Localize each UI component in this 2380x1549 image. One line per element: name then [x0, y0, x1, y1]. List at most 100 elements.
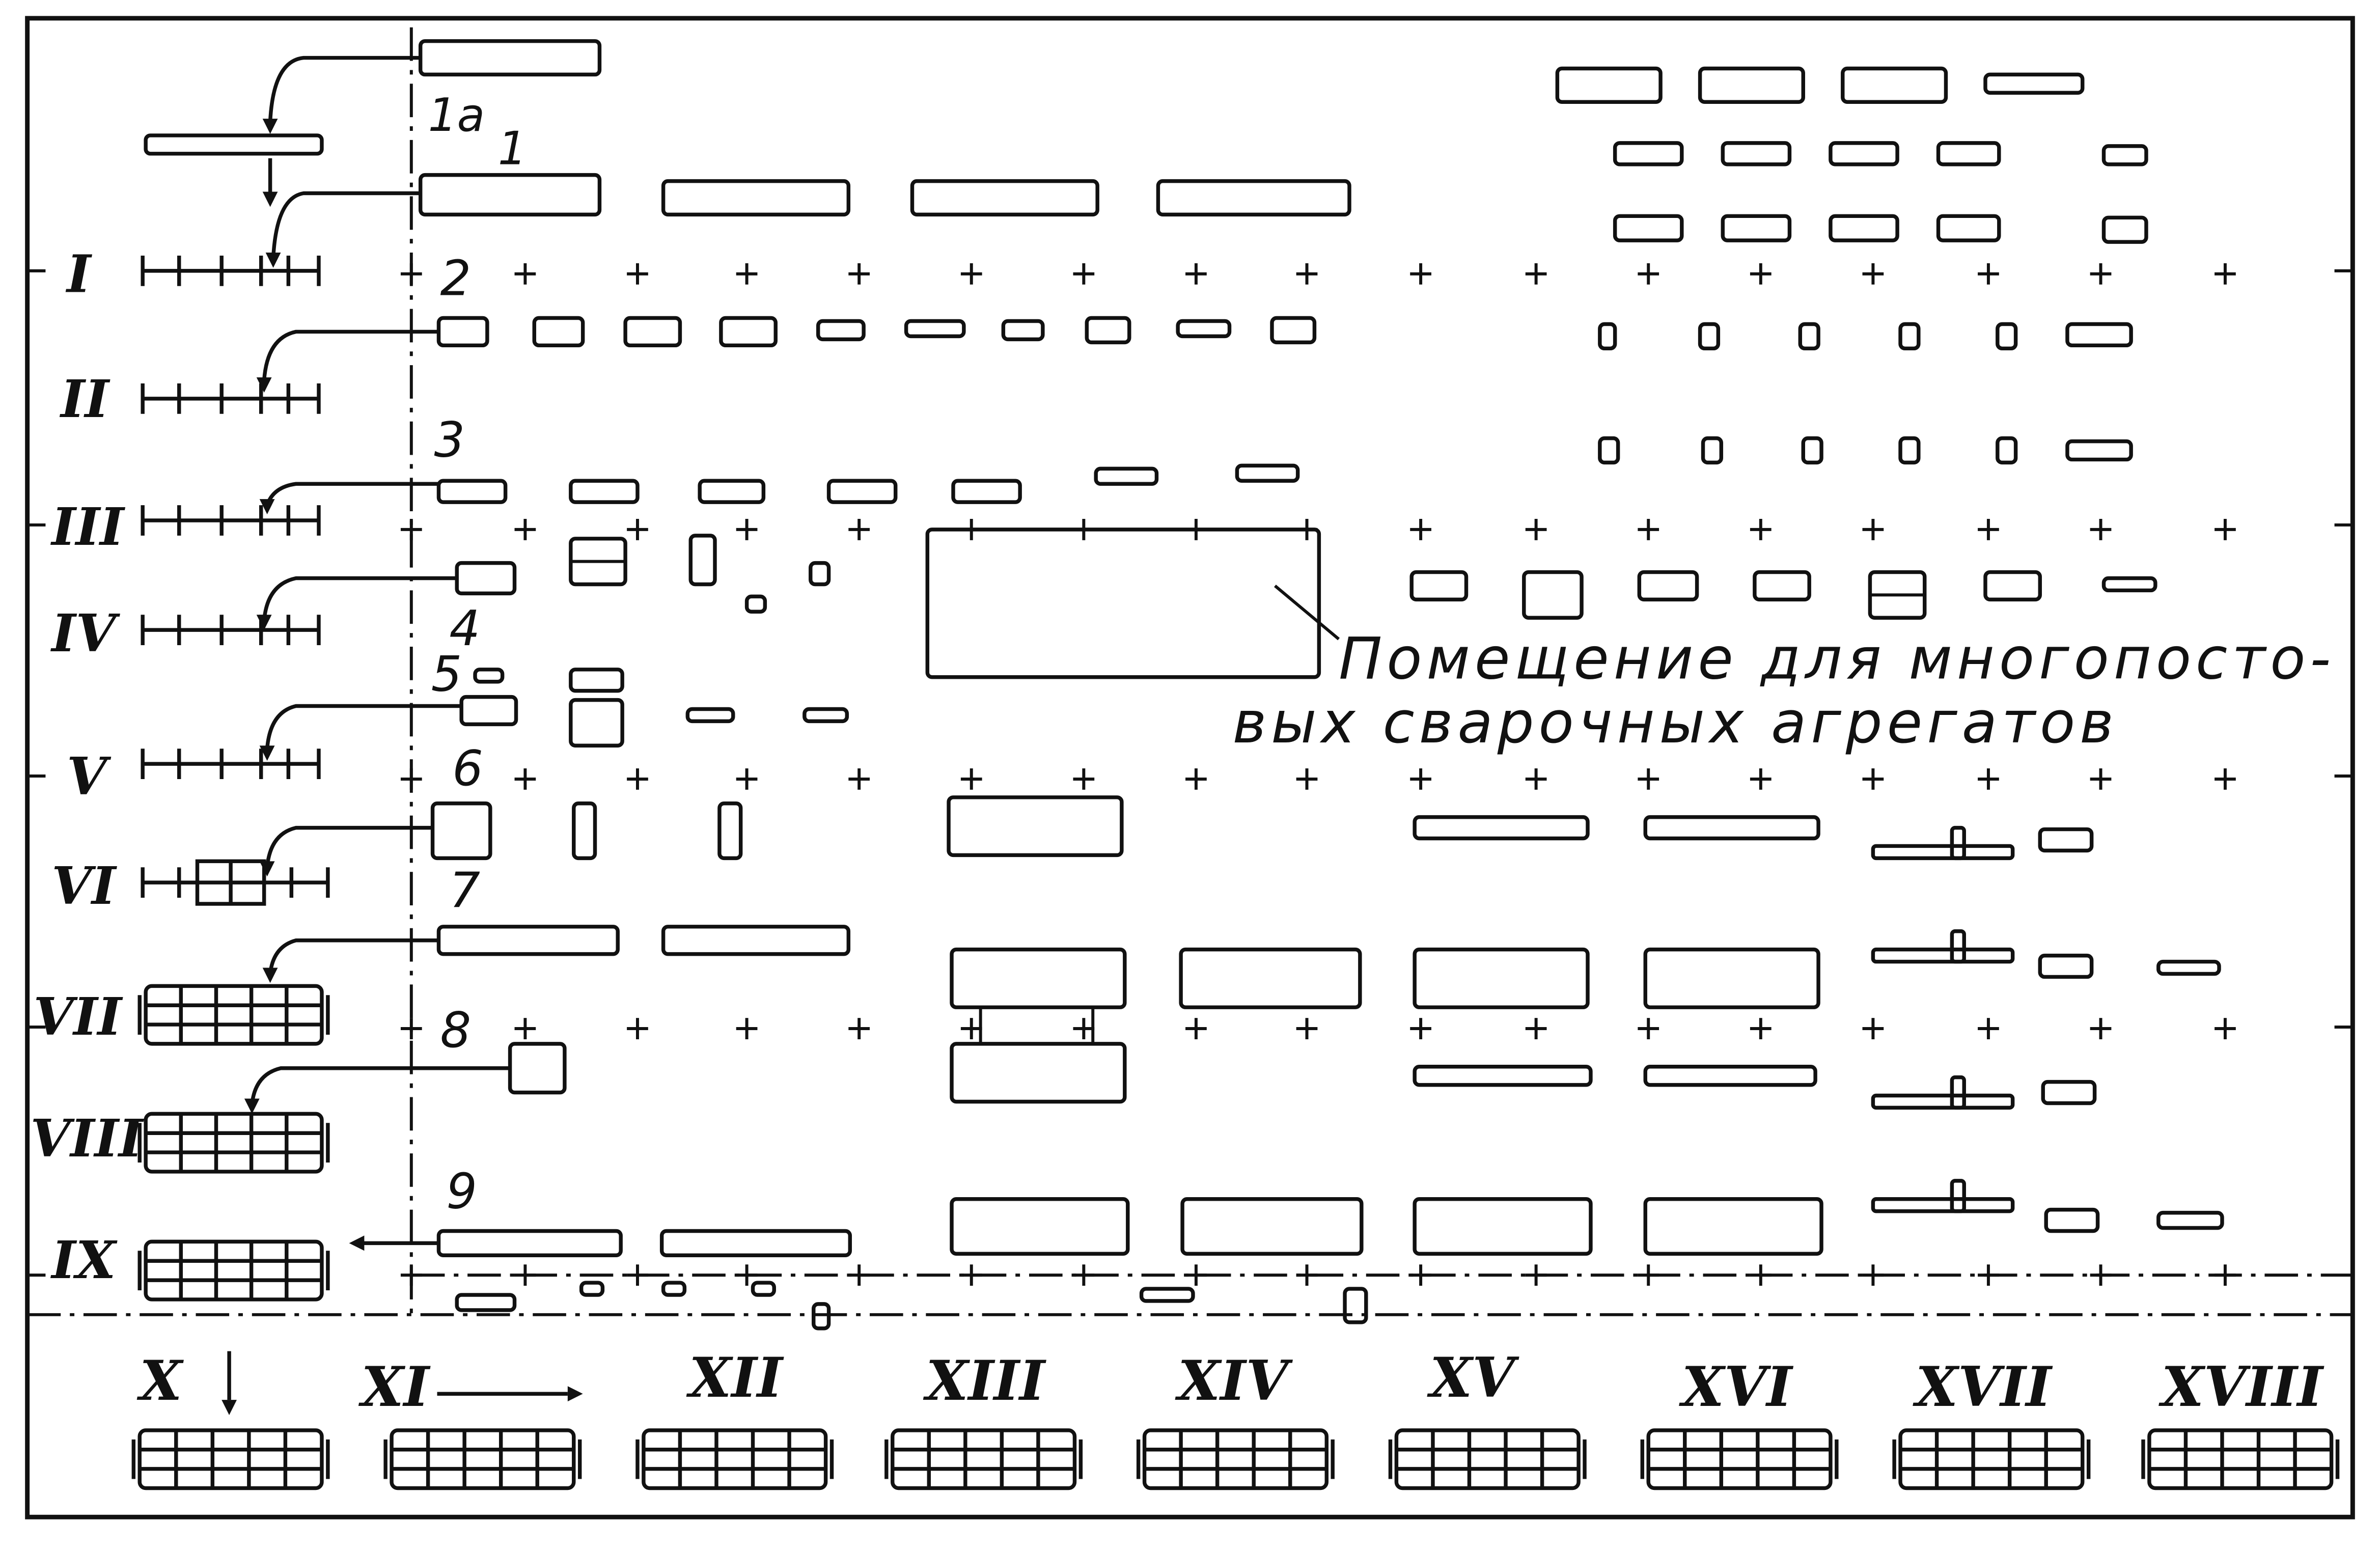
rack-row-7 — [137, 984, 330, 1046]
row-label-6: VI — [51, 855, 118, 916]
column-cross — [627, 1018, 648, 1039]
equipment-unit — [473, 668, 505, 684]
row-label-4: IV — [50, 603, 120, 663]
equipment-unit — [1721, 141, 1792, 167]
column-cross — [736, 1018, 758, 1039]
rack-frame — [1394, 1428, 1581, 1490]
room-caption: Помещение для многопосто- вых сварочных … — [1232, 585, 2331, 756]
column-cross — [2215, 1018, 2236, 1039]
bottom-label-18: XVIII — [2158, 1355, 2324, 1419]
arrow-head — [349, 1235, 365, 1251]
column-cross — [1525, 768, 1547, 790]
column-cross — [1410, 1018, 1431, 1039]
column-cross — [400, 1018, 422, 1039]
equipment-unit — [2101, 215, 2148, 244]
column-cross — [1638, 1018, 1659, 1039]
equipment-unit — [1598, 436, 1620, 465]
rack-frame — [1142, 1428, 1329, 1490]
column-cross — [848, 518, 870, 540]
equipment-unit — [532, 316, 585, 348]
unit-post — [1950, 1179, 1966, 1213]
equipment-unit — [2065, 322, 2133, 348]
column-cross — [1296, 1264, 1318, 1286]
rack-frame — [144, 1112, 324, 1174]
equipment-unit — [1996, 322, 2018, 351]
column-cross — [848, 1264, 870, 1286]
equipment-unit — [1409, 570, 1469, 602]
equipment-unit — [1180, 1197, 1364, 1256]
arrow-head — [259, 745, 275, 761]
equipment-unit — [744, 594, 767, 614]
edge-ticks — [27, 269, 2353, 1277]
arrow-head — [259, 499, 275, 515]
row-label-2: II — [59, 369, 110, 429]
equipment-unit — [623, 316, 682, 348]
column-cross — [1750, 1264, 1772, 1286]
equipment-unit — [661, 925, 851, 956]
column-cross — [1525, 1264, 1547, 1286]
equipment-unit — [1701, 436, 1724, 465]
equipment-unit — [1094, 466, 1159, 486]
equipment-unit — [1643, 1065, 1817, 1087]
equipment-unit — [1829, 214, 1899, 242]
row-labels: I II III IV V VI VII VIII IX — [31, 244, 145, 1291]
left-storage-racks — [131, 256, 2340, 1490]
column-cross — [848, 1018, 870, 1039]
equipment-unit — [1413, 1065, 1593, 1087]
equipment-unit — [661, 1281, 687, 1297]
rack-13 — [884, 1428, 1083, 1490]
arrow-head — [256, 615, 272, 630]
equipment-unit — [2038, 953, 2094, 979]
rack-10 — [131, 1428, 330, 1490]
column-cross — [1750, 518, 1772, 540]
column-cross — [627, 1264, 648, 1286]
equipment-unit — [1983, 570, 2042, 602]
rack-row-9 — [137, 1239, 330, 1302]
flow-curve — [262, 576, 457, 621]
flow-curve — [250, 1066, 510, 1105]
equipment-unit — [719, 316, 778, 348]
equipment-unit — [1643, 1197, 1823, 1256]
column-cross — [627, 263, 648, 285]
equipment-unit — [1801, 436, 1823, 465]
rack-12 — [635, 1428, 834, 1490]
column-cross — [2090, 1264, 2112, 1286]
equipment-unit — [1555, 66, 1663, 104]
equipment-unit — [2101, 144, 2148, 167]
equipment-unit — [1637, 570, 1699, 602]
equipment-unit — [951, 479, 1022, 504]
column-markers — [400, 263, 2236, 1286]
equipment-unit — [2038, 827, 2094, 853]
room-caption-line2: вых сварочных агрегатов — [1232, 689, 2118, 756]
simple-rack — [141, 615, 321, 646]
bottom-label-17: XVII — [1913, 1355, 2053, 1419]
position-number-4: 4 — [449, 600, 480, 657]
equipment-unit — [950, 1042, 1127, 1104]
equipment-unit — [2156, 1210, 2224, 1230]
equipment-unit — [2041, 1080, 2097, 1105]
equipment-unit — [569, 698, 624, 748]
flow-curve — [265, 704, 462, 749]
column-cross — [848, 263, 870, 285]
equipment-unit — [1179, 947, 1362, 1009]
bottom-label-12: XII — [686, 1346, 784, 1410]
column-cross — [1862, 1018, 1884, 1039]
bottom-label-15: XV — [1427, 1346, 1519, 1410]
flow-curve — [268, 56, 421, 122]
row-label-3: III — [50, 496, 126, 557]
bottom-label-11: XI — [358, 1355, 430, 1419]
position-number-5: 5 — [431, 646, 462, 703]
manipulator-unit — [1871, 1179, 2015, 1213]
equipment-unit — [1085, 316, 1131, 345]
column-cross — [1296, 263, 1318, 285]
equipment-unit — [950, 947, 1127, 1009]
column-cross — [2090, 768, 2112, 790]
column-cross — [1296, 1018, 1318, 1039]
equipment-unit — [1841, 66, 1948, 104]
equipment-unit — [1829, 141, 1899, 167]
column-cross — [2215, 263, 2236, 285]
arrow-head — [262, 967, 278, 983]
position-number-3: 3 — [434, 411, 465, 468]
simple-rack — [141, 749, 321, 779]
